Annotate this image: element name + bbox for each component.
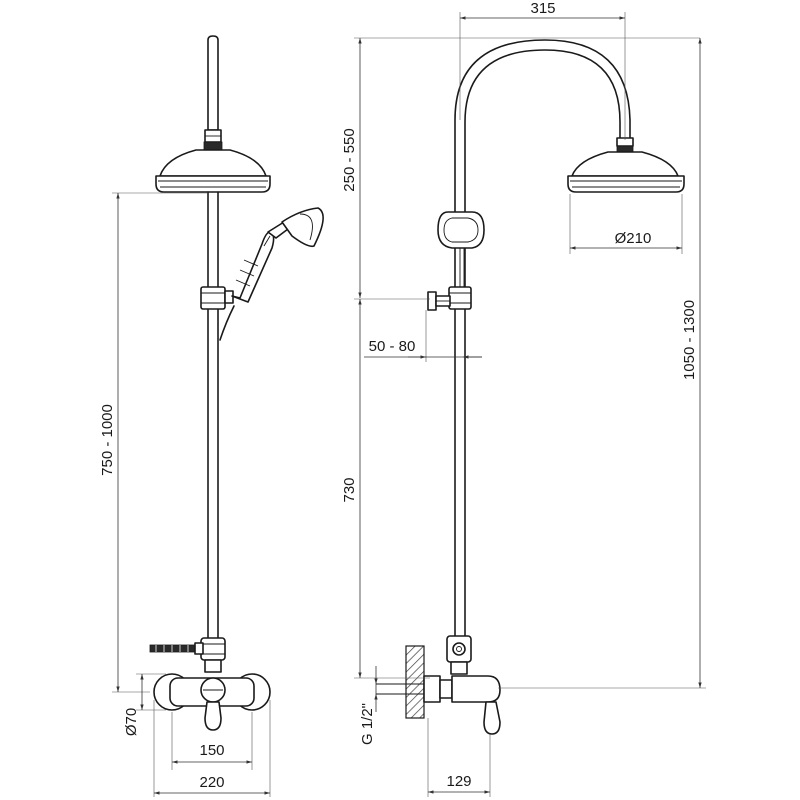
side-depth-label: 129 xyxy=(446,773,471,790)
slider-bracket xyxy=(200,286,234,310)
gooseneck-arm xyxy=(454,39,631,301)
side-dimensions xyxy=(354,12,706,797)
side-head-connector xyxy=(616,137,634,153)
side-mixer xyxy=(376,675,501,735)
front-diameter-label: Ø70 xyxy=(123,708,140,736)
side-wall-offset-label: 50 - 80 xyxy=(369,338,416,355)
side-riser xyxy=(448,286,472,639)
side-shower-head xyxy=(567,151,685,193)
riser-connector xyxy=(200,637,226,673)
side-head-height-label: 250 - 550 xyxy=(341,128,358,191)
side-lower-connector xyxy=(446,635,472,675)
hose xyxy=(219,305,235,341)
side-wall-bracket xyxy=(427,291,451,311)
side-head-diameter-label: Ø210 xyxy=(615,230,652,247)
hand-shower xyxy=(231,207,324,303)
front-view: 750 - 1000 Ø70 150 220 xyxy=(99,35,324,797)
side-total-height-label: 1050 - 1300 xyxy=(681,300,698,380)
side-reach-label: 315 xyxy=(530,0,555,17)
front-height-label: 750 - 1000 xyxy=(99,404,116,476)
front-spacing-label: 150 xyxy=(199,742,224,759)
front-width-label: 220 xyxy=(199,774,224,791)
mixer-lever xyxy=(204,701,222,731)
side-thread-label: G 1/2" xyxy=(359,703,376,745)
hose-outlet xyxy=(149,642,204,655)
side-bracket-height-label: 730 xyxy=(341,477,358,502)
shower-head xyxy=(155,149,271,193)
mixer-body xyxy=(153,673,271,711)
wall-section xyxy=(405,645,425,719)
front-dimensions xyxy=(112,192,271,797)
shower-arm xyxy=(203,35,223,151)
side-view: 315 250 - 550 Ø210 50 - 80 730 1050 - 13… xyxy=(341,0,706,797)
riser-pipe xyxy=(207,191,219,641)
